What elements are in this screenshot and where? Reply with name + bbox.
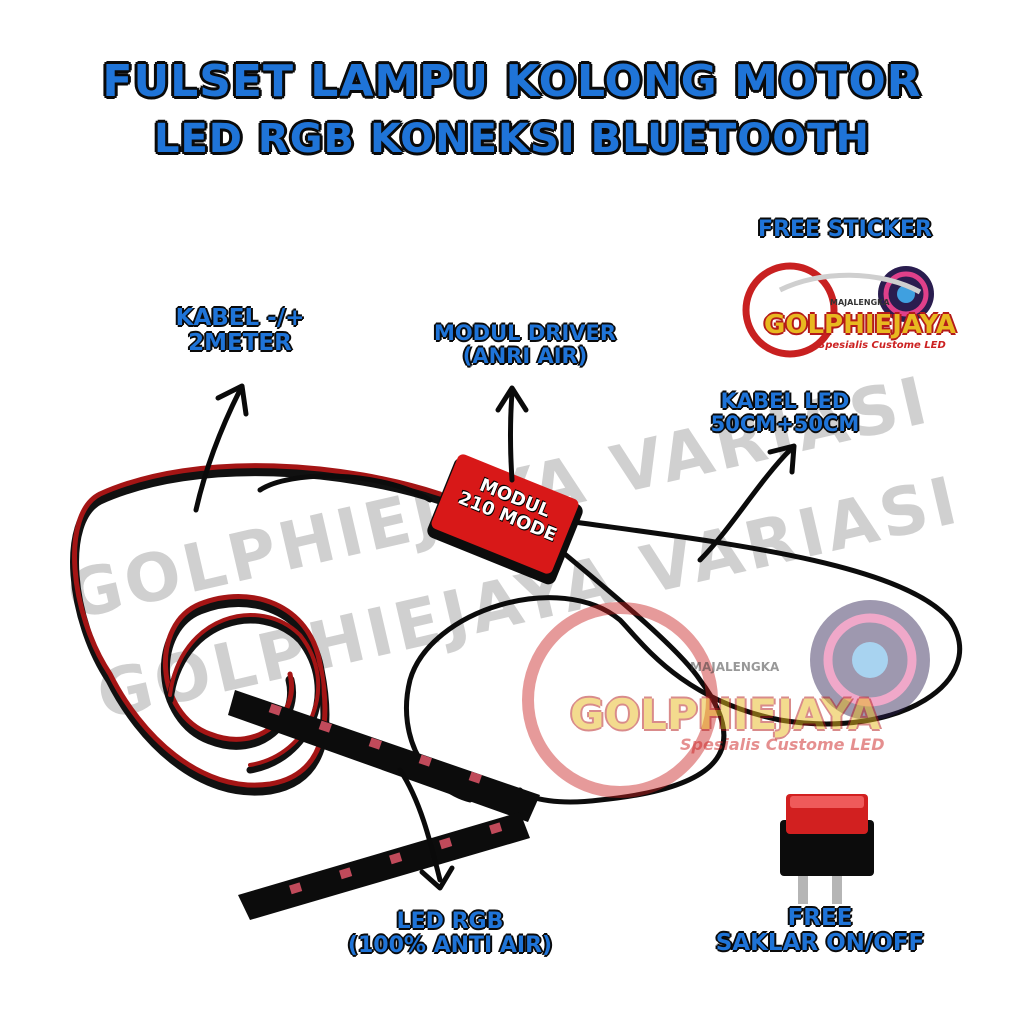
sticker-logo-town: MAJALENGKA bbox=[830, 298, 890, 307]
watermark-logo-tagline: Spesialis Custome LED bbox=[680, 735, 885, 754]
title-line-2: LED RGB KONEKSI BLUETOOTH bbox=[153, 116, 870, 162]
label-free-sticker: FREE STICKER bbox=[758, 217, 932, 242]
label-saklar: FREE SAKLAR ON/OFF bbox=[715, 905, 925, 957]
title-line-1: FULSET LAMPU KOLONG MOTOR bbox=[102, 56, 922, 107]
label-modul-driver: MODUL DRIVER (ANRI AIR) bbox=[433, 321, 617, 369]
arrows bbox=[193, 383, 797, 891]
sticker-logo-name: GOLPHIEJAYA bbox=[764, 310, 957, 340]
watermark-logo-graphic bbox=[522, 600, 930, 798]
module-box bbox=[427, 454, 583, 585]
watermark-logo-name: GOLPHIEJAYA bbox=[570, 690, 881, 739]
label-led-rgb: LED RGB (100% ANTI AIR) bbox=[347, 909, 553, 959]
sticker-logo-graphic bbox=[742, 262, 934, 358]
label-kabel-led: KABEL LED 50CM+50CM bbox=[710, 389, 860, 437]
led-strip-upper bbox=[228, 690, 540, 822]
sticker-logo-tagline: Spesialis Custome LED bbox=[818, 340, 946, 351]
label-kabel-power: KABEL -/+ 2METER bbox=[175, 305, 305, 357]
led-cable bbox=[257, 473, 963, 805]
switch-illustration bbox=[780, 794, 874, 904]
power-cable bbox=[70, 463, 445, 796]
led-strip-lower bbox=[238, 812, 530, 920]
watermark-logo-town: MAJALENGKA bbox=[690, 660, 780, 674]
